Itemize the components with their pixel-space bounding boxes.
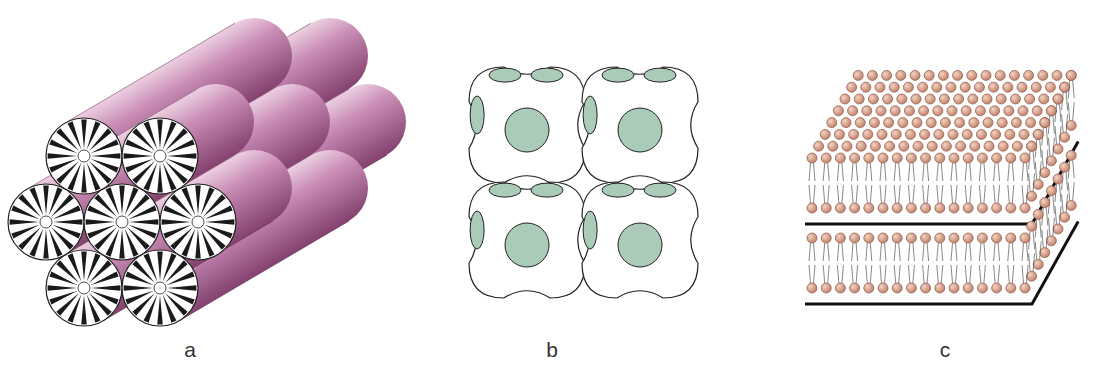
hexagonal-phase (8, 18, 406, 326)
cubic-phase (469, 67, 698, 298)
cylinder-face (122, 118, 198, 194)
panel-label: c (940, 338, 951, 361)
cylinder-face (8, 184, 84, 260)
water-layer (805, 221, 1078, 304)
water-layer (805, 141, 1078, 224)
bilayer (805, 70, 1078, 224)
cubic-cell (469, 67, 585, 183)
panel-label: a (184, 338, 196, 361)
bilayer-surface (814, 70, 1077, 151)
panel-label: b (546, 338, 558, 361)
lamellar-phase (805, 70, 1078, 304)
cubic-cell (469, 182, 585, 298)
cylinder-face (160, 184, 236, 260)
cylinder-face (46, 118, 122, 194)
cylinder-face (84, 184, 160, 260)
bilayer (805, 150, 1078, 304)
cubic-cell (582, 182, 698, 298)
cubic-cell (582, 67, 698, 183)
cylinder-face (46, 250, 122, 326)
cylinder-face (122, 250, 198, 326)
